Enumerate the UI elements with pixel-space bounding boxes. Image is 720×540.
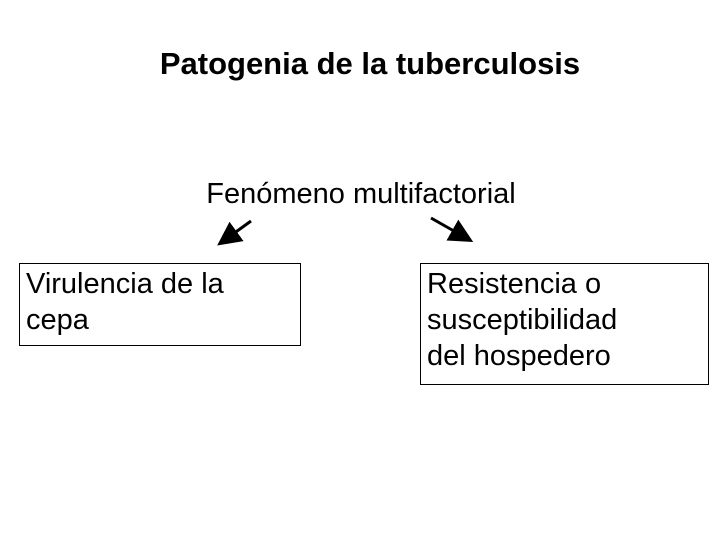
arrow-left: [217, 219, 252, 246]
diagram-title: Patogenia de la tuberculosis: [159, 46, 581, 81]
arrow-right: [430, 216, 474, 242]
box-resistencia: Resistencia o susceptibilidad del hosped…: [420, 263, 709, 385]
diagram-subtitle: Fenómeno multifactorial: [206, 178, 516, 210]
box-virulencia: Virulencia de la cepa: [19, 263, 301, 346]
